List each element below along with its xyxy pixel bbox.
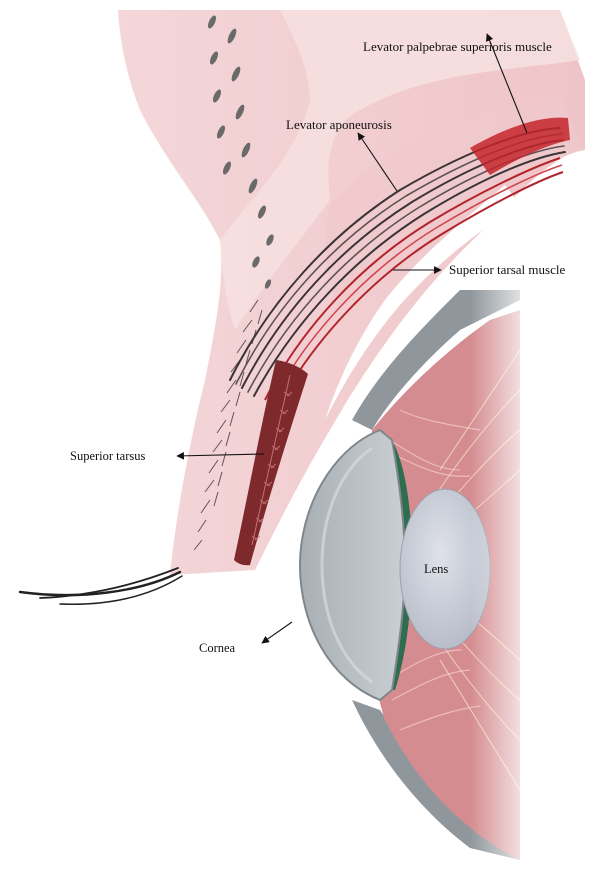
label-cornea: Cornea xyxy=(199,641,236,655)
arrow-icon xyxy=(262,622,292,643)
label-levator-aponeurosis: Levator aponeurosis xyxy=(286,117,392,132)
label-levator-palpebrae: Levator palpebrae superioris muscle xyxy=(363,39,552,54)
eyelashes xyxy=(20,568,182,604)
label-superior-tarsus: Superior tarsus xyxy=(70,449,145,463)
cornea-shape xyxy=(300,430,405,700)
label-lens: Lens xyxy=(424,562,448,576)
label-superior-tarsal-muscle: Superior tarsal muscle xyxy=(449,262,565,277)
